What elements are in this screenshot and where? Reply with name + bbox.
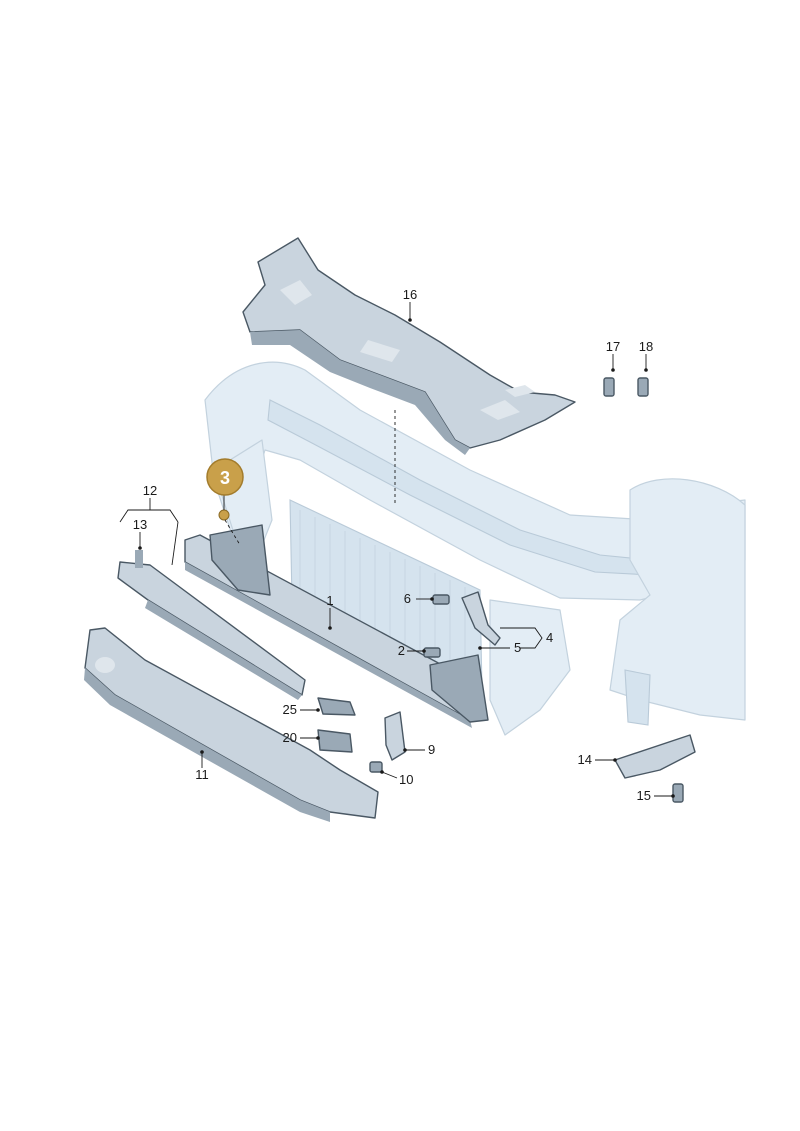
part-9-bracket bbox=[384, 711, 406, 761]
part-11-energy-absorber bbox=[84, 627, 379, 822]
front-end-structure-ghost bbox=[204, 361, 746, 736]
label-16[interactable]: 16 bbox=[403, 287, 417, 302]
fasteners bbox=[369, 377, 684, 803]
part-3-nut bbox=[218, 509, 230, 521]
badge-label: 3 bbox=[220, 468, 230, 488]
label-10[interactable]: 10 bbox=[399, 772, 413, 787]
leader-lines bbox=[119, 302, 675, 798]
part-16-cowl-panel bbox=[242, 237, 576, 455]
label-5[interactable]: 5 bbox=[514, 640, 521, 655]
part-20-25-sensors bbox=[317, 697, 356, 753]
label-1[interactable]: 1 bbox=[326, 593, 333, 608]
label-12[interactable]: 12 bbox=[143, 483, 157, 498]
highlight-badge-part-3[interactable]: 3 bbox=[206, 458, 244, 496]
label-4[interactable]: 4 bbox=[546, 630, 553, 645]
label-11[interactable]: 11 bbox=[195, 767, 209, 782]
label-18[interactable]: 18 bbox=[639, 339, 653, 354]
label-15[interactable]: 15 bbox=[637, 788, 651, 803]
label-20[interactable]: 20 bbox=[283, 730, 297, 745]
part-12-carrier bbox=[117, 550, 306, 700]
part-labels: 16 17 18 12 13 1 6 4 5 2 25 20 9 10 11 1… bbox=[133, 287, 653, 803]
part-14-bracket bbox=[614, 734, 696, 779]
part-5-bracket bbox=[461, 591, 501, 646]
label-25[interactable]: 25 bbox=[283, 702, 297, 717]
label-6[interactable]: 6 bbox=[404, 591, 411, 606]
label-14[interactable]: 14 bbox=[578, 752, 592, 767]
label-2[interactable]: 2 bbox=[398, 643, 405, 658]
label-9[interactable]: 9 bbox=[428, 742, 435, 757]
label-17[interactable]: 17 bbox=[606, 339, 620, 354]
label-13[interactable]: 13 bbox=[133, 517, 147, 532]
